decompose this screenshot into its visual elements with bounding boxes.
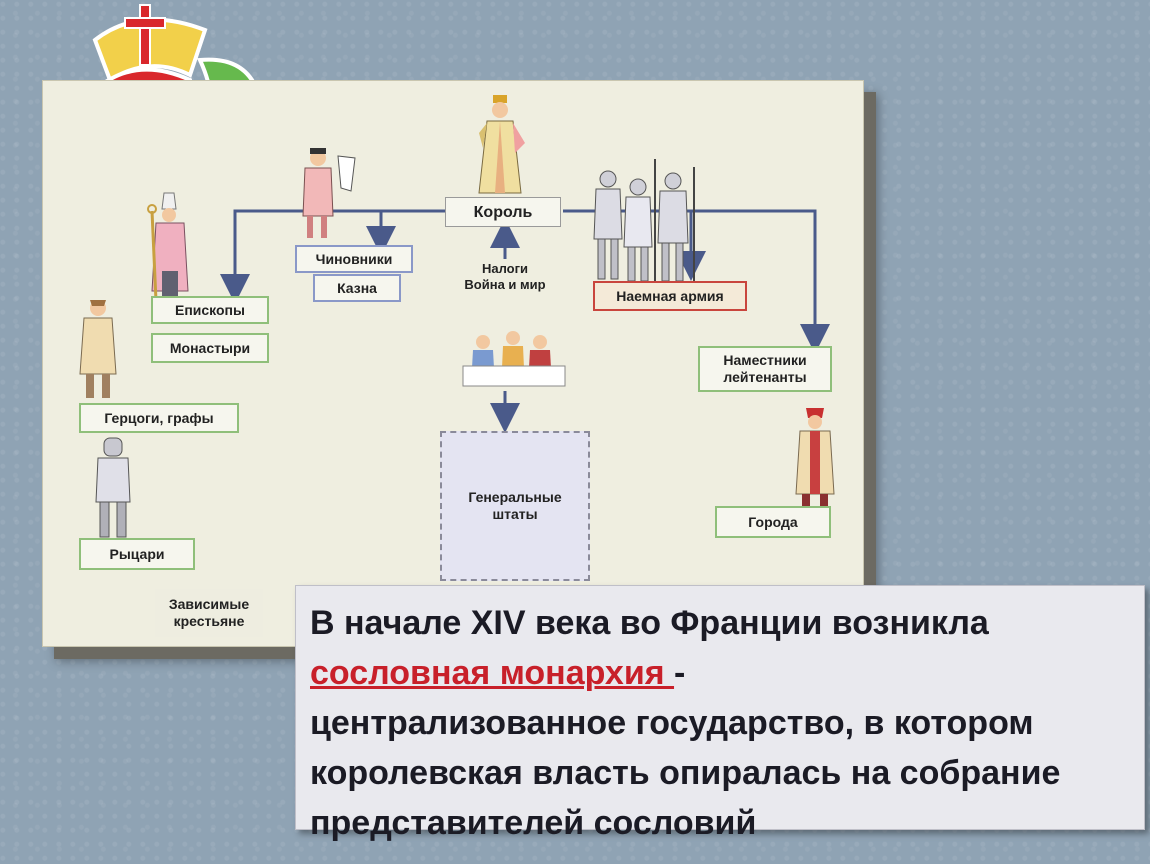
- bishop-figure-icon: [147, 192, 189, 302]
- cities-label: Города: [748, 513, 798, 530]
- bishops-box: Епископы: [151, 296, 269, 324]
- cities-box: Города: [715, 506, 831, 538]
- peasants-label: Зависимые крестьяне: [168, 596, 250, 629]
- duke-figure-icon: [79, 300, 117, 398]
- caption-term-line: сословная монархия -: [310, 648, 1130, 698]
- monasteries-label: Монастыри: [169, 339, 251, 356]
- taxes-war-label: Налоги Война и мир: [455, 261, 555, 293]
- army-box: Наемная армия: [593, 281, 747, 311]
- taxes-label: Налоги: [481, 261, 529, 276]
- peasants-box: Зависимые крестьяне: [155, 589, 263, 637]
- treasury-box: Казна: [313, 274, 401, 302]
- caption-definition: централизованное государство, в котором …: [310, 704, 1061, 842]
- townsman-figure-icon: [795, 408, 835, 508]
- caption-dash: -: [674, 654, 686, 692]
- king-box: Король: [445, 197, 561, 227]
- assembly-figure-icon: [462, 331, 566, 387]
- officials-box: Чиновники: [295, 245, 413, 273]
- dukes-label: Герцоги, графы: [104, 409, 214, 426]
- knights-box: Рыцари: [79, 538, 195, 570]
- knight-figure-icon: [95, 437, 131, 538]
- estates-general-label: Генеральные штаты: [468, 489, 562, 522]
- king-figure-icon: [478, 95, 525, 194]
- officials-label: Чиновники: [315, 250, 393, 267]
- dukes-box: Герцоги, графы: [79, 403, 239, 433]
- caption-term: сословная монархия: [310, 654, 675, 692]
- king-label: Король: [473, 203, 533, 221]
- estates-general-box: Генеральные штаты: [440, 431, 590, 581]
- governors-box: Наместники лейтенанты: [698, 346, 832, 392]
- diagram-panel: Король Чиновники Казна Налоги Война и ми…: [42, 80, 864, 647]
- treasury-label: Казна: [337, 279, 377, 296]
- governors-label: Наместники лейтенанты: [723, 352, 807, 385]
- army-label: Наемная армия: [616, 287, 724, 304]
- war-peace-label: Война и мир: [464, 277, 546, 292]
- official-figure-icon: [302, 148, 356, 238]
- caption-box: В начале XIV века во Франции возникла со…: [295, 585, 1145, 842]
- army-figure-icon: [593, 159, 695, 282]
- knights-label: Рыцари: [109, 545, 165, 562]
- bishops-label: Епископы: [175, 301, 245, 318]
- monasteries-box: Монастыри: [151, 333, 269, 363]
- caption-line1: В начале XIV века во Франции возникла: [310, 604, 989, 642]
